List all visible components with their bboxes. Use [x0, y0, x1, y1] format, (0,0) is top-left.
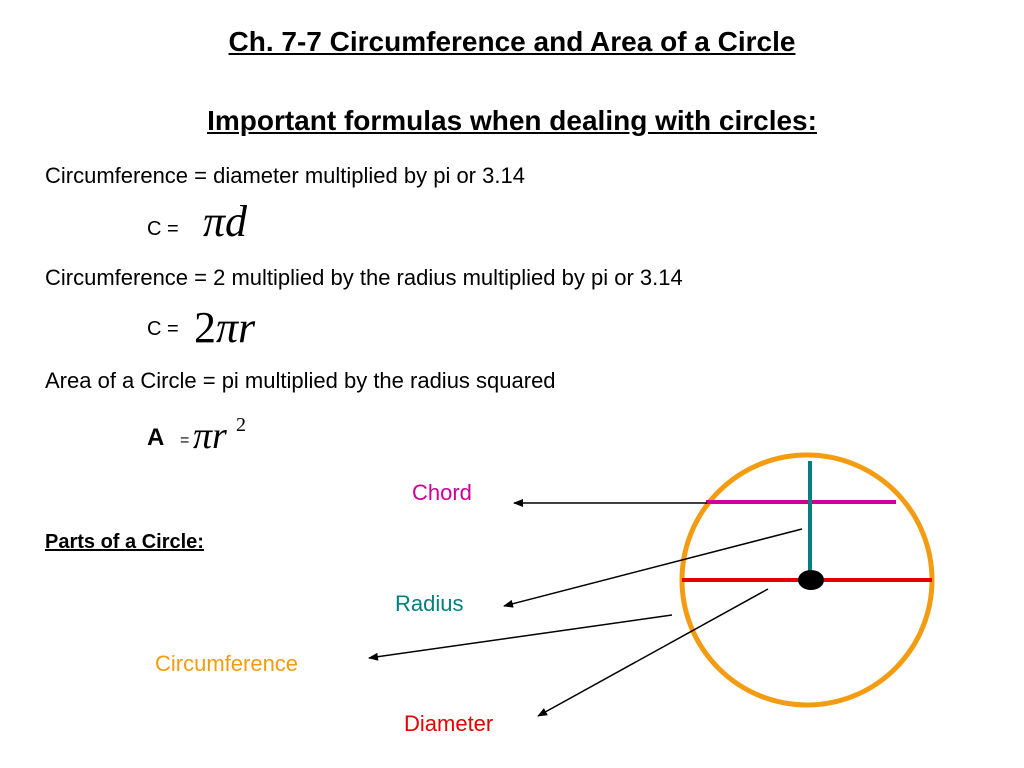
formula-2-expression: 2πr	[194, 302, 255, 353]
formula-2-description: Circumference = 2 multiplied by the radi…	[45, 265, 683, 290]
number-2: 2	[194, 303, 216, 352]
formula-3-description: Area of a Circle = pi multiplied by the …	[45, 368, 556, 393]
radius-arrow	[503, 528, 803, 608]
pi-symbol: π	[193, 415, 213, 457]
formula-3-expression: πr	[193, 414, 227, 458]
formula-3-lhs-eq: =	[180, 432, 190, 449]
formula-1-lhs: C =	[147, 218, 179, 240]
variable-r: r	[212, 415, 227, 457]
pi-symbol: π	[203, 197, 226, 246]
formula-3-lhs-letter: A	[147, 424, 165, 451]
variable-d: d	[225, 197, 248, 246]
formula-3-exponent: 2	[236, 414, 246, 436]
parts-heading: Parts of a Circle:	[45, 531, 204, 553]
radius-label: Radius	[395, 591, 464, 616]
diameter-arrow	[537, 588, 769, 717]
formula-1-description: Circumference = diameter multiplied by p…	[45, 163, 525, 188]
diameter-label: Diameter	[404, 711, 494, 736]
chord-label: Chord	[412, 480, 472, 505]
formula-1-expression: πd	[203, 196, 247, 247]
formulas-heading: Important formulas when dealing with cir…	[207, 105, 817, 136]
pi-symbol: π	[216, 303, 239, 352]
slide-title: Ch. 7-7 Circumference and Area of a Circ…	[228, 26, 796, 57]
formula-2-lhs: C =	[147, 318, 179, 340]
center-point	[798, 570, 824, 590]
variable-r: r	[238, 303, 256, 352]
circumference-arrow	[368, 614, 673, 661]
circumference-label: Circumference	[155, 651, 299, 676]
